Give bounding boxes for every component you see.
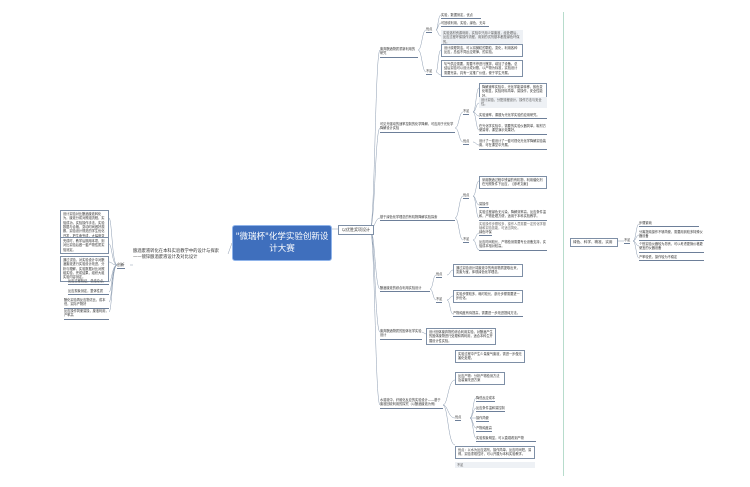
subtopic-6-title[interactable]: 水溶液中，纤维化反应的实验设计——基于废液回收利用的探究（以酿酒废液为例） bbox=[380, 398, 443, 409]
extra-group-label[interactable]: 不足 bbox=[624, 238, 631, 245]
left-note-4: 反应过程验证，总结论点。 bbox=[68, 279, 109, 286]
subtopic-3-note-2: 实验过程绿色无污染，降解效率高，反应条件温和，产物处理方便，适用于本科实验教学。 bbox=[479, 210, 547, 221]
subtopic-2-note-5: 设计了一套设计了一套可视化光化学降解实验装置，可在课堂中开展。 bbox=[479, 139, 547, 150]
subtopic-2-pros-label[interactable]: 优点 bbox=[463, 139, 470, 146]
left-note-5: 反应现象测定，整体性质 bbox=[68, 289, 109, 296]
subtopic-1-item-1: 实验，数据测定，优点 bbox=[441, 13, 481, 20]
central-topic[interactable]: "微瑞杯"化学实验创新设计大赛 bbox=[232, 225, 332, 261]
subtopic-2-note-4: 在光化学实验中，需要的实验仪器简单，取材方便易得，课堂演示效果好。 bbox=[479, 124, 547, 135]
subtopic-6-item-1: 降低反应成本 bbox=[476, 396, 496, 403]
subtopic-5-note-1: 设计固体废弃物的综合利用实验，对酿酒产生的固体废物进行处理和再利用，适合本科生开… bbox=[426, 328, 496, 345]
subtopic-4-note-3: 产物纯度有待提高，需要进一步改进提纯方法。 bbox=[453, 311, 523, 318]
extra-note-1: 步骤繁琐 bbox=[639, 221, 699, 228]
subtopic-6-item-2: 反应条件温和易控制 bbox=[476, 406, 505, 413]
subtopic-6-cons-label[interactable]: 不足 bbox=[455, 462, 535, 469]
subtopic-4-note-1: 通过实验设计将废液中的有用物质提取出来，变废为宝，体现绿色化学理念。 bbox=[453, 264, 523, 277]
extra-note-2: 分离提纯操作不够简便，需要用到较多特殊仪器设备 bbox=[639, 230, 704, 241]
extra-note-3: 个别实验仪器较为昂贵，可以考虑更换价格更便宜的仪器设备 bbox=[639, 242, 704, 253]
subtopic-3-pros-label[interactable]: 优点 bbox=[463, 193, 470, 200]
subtopic-6-pros-label[interactable]: 优点 bbox=[455, 415, 462, 422]
subtopic-6-item-5: 实验现象明显，可以直观看到产物 bbox=[476, 436, 536, 443]
subtopic-2-note-3: 实验速率，课题为光化学实验的应用研究。 bbox=[479, 113, 547, 120]
subtopic-1-note-3: 氧气供应需要，需要不停进行搅拌，增加了设备。总结后实验可以设计成对照，以产物为标… bbox=[441, 60, 523, 77]
subtopic-2-title[interactable]: 可见光驱动的速率控制的化学降解，可应用于光化学降解设计实验 bbox=[380, 122, 455, 133]
left-branch-label[interactable]: 创新 bbox=[117, 262, 125, 270]
subtopic-4-title[interactable]: 酿酒废液的综合利用实验设计 bbox=[380, 286, 430, 293]
left-branch-title[interactable]: 酿酒废液转化在本科实验教学中的设计与探索 ——镀锌酿酒废液设计及对比设计 bbox=[133, 249, 219, 261]
subtopic-6-note-1: 实验过程中产生少量废气废液，需进一步做无害化处理。 bbox=[455, 350, 525, 363]
subtopic-4-cons-label[interactable]: 不足 bbox=[436, 297, 443, 304]
subtopic-1-title[interactable]: 废弃酿酒物质重新利用的研究 bbox=[380, 47, 418, 58]
left-note-2: 完成时，教学后期用本项，则对比实验后做一套产物性质实验测定。 bbox=[60, 237, 109, 254]
extra-label[interactable]: 绿色、科学、精准、实用 bbox=[570, 238, 618, 247]
subtopic-3-title[interactable]: 基于绿色化学理念的有机物降解实验探索 bbox=[380, 215, 455, 222]
subtopic-3-cons-label[interactable]: 不足 bbox=[463, 237, 470, 244]
subtopic-3-note-1: 采用酿酒过程中残留的有机物，利用催化剂在光照条件下反应，【参考文献】 bbox=[479, 176, 547, 189]
subtopic-3-note-3: 反应时间较长，产物检测需要专业设备支持，实验成本相对较高。 bbox=[479, 240, 547, 251]
subtopic-3-note-hidden: 实验操作步骤较多，操作人员需要一定的化学基础和实验技能，可适当简化。 bbox=[479, 222, 546, 231]
subtopic-2-note-2: 设计实验，分配流程设计，操作方法与安全性。 bbox=[479, 97, 547, 108]
subtopic-2-cons-label[interactable]: 不足 bbox=[463, 109, 470, 116]
subtopic-1-note-1: 实验选材资源利用，实验中只用少量废液，经处理后，反应过程环保操作流程，用到的试剂… bbox=[441, 30, 523, 45]
subtopic-5-title[interactable]: 废弃酿酒物质的固体化学实验设计 bbox=[380, 329, 422, 340]
subtopic-2-note-1: 降解速率实验中，光化学能量转移，颜色变化明显，实验材料简单，易操作，安全性能好。 bbox=[479, 83, 547, 100]
subtopic-6-item-4: 产物纯度高 bbox=[476, 426, 492, 433]
subtopic-1-cons-label[interactable]: 不足 bbox=[426, 69, 433, 76]
subtopic-1-note-2: 设计原理简洁，可以将微粒的颗粒，变化，利用各种反应，总结不同反应规律，的实验。 bbox=[441, 44, 523, 57]
section-divider bbox=[563, 12, 565, 476]
right-branch-label[interactable]: 以优胜奖项设计 bbox=[338, 225, 374, 235]
left-note-6: 酿化实验再反应物浓比，成本低，实际产物好 bbox=[64, 298, 109, 309]
left-note-3: 通过试验，对实验设计中对酿酒废液进行实验设计改进，分析与理解，实验数据对比对照组… bbox=[60, 256, 109, 282]
subtopic-3-item-2: 绿色环保 bbox=[479, 230, 492, 237]
subtopic-6-note-3: 优点：以水为反应溶剂，操作简单，反应时间短，易得，实验重现性好，可以开展为本科实… bbox=[455, 446, 535, 459]
subtopic-6-note-2: 反应产物：分析产物检测方法及装置改进方案 bbox=[455, 372, 505, 385]
left-note-7: 反应操作简便易操，废液利用，产率高 bbox=[64, 309, 109, 320]
subtopic-6-item-3: 操作简便 bbox=[476, 416, 489, 423]
subtopic-3-item-1: 易操作 bbox=[479, 202, 489, 209]
subtopic-4-note-2: 实验步骤较多，耗时较长，部分步骤需要进一步优化。 bbox=[453, 290, 523, 303]
subtopic-4-pros-label[interactable]: 优点 bbox=[436, 272, 443, 279]
subtopic-1-item-2: 可回收利用，实验，绿色，无毒 bbox=[441, 21, 489, 28]
extra-note-4: 产率较低，操作较为不稳定 bbox=[639, 255, 704, 262]
subtopic-1-pros-label[interactable]: 优点 bbox=[426, 27, 433, 34]
